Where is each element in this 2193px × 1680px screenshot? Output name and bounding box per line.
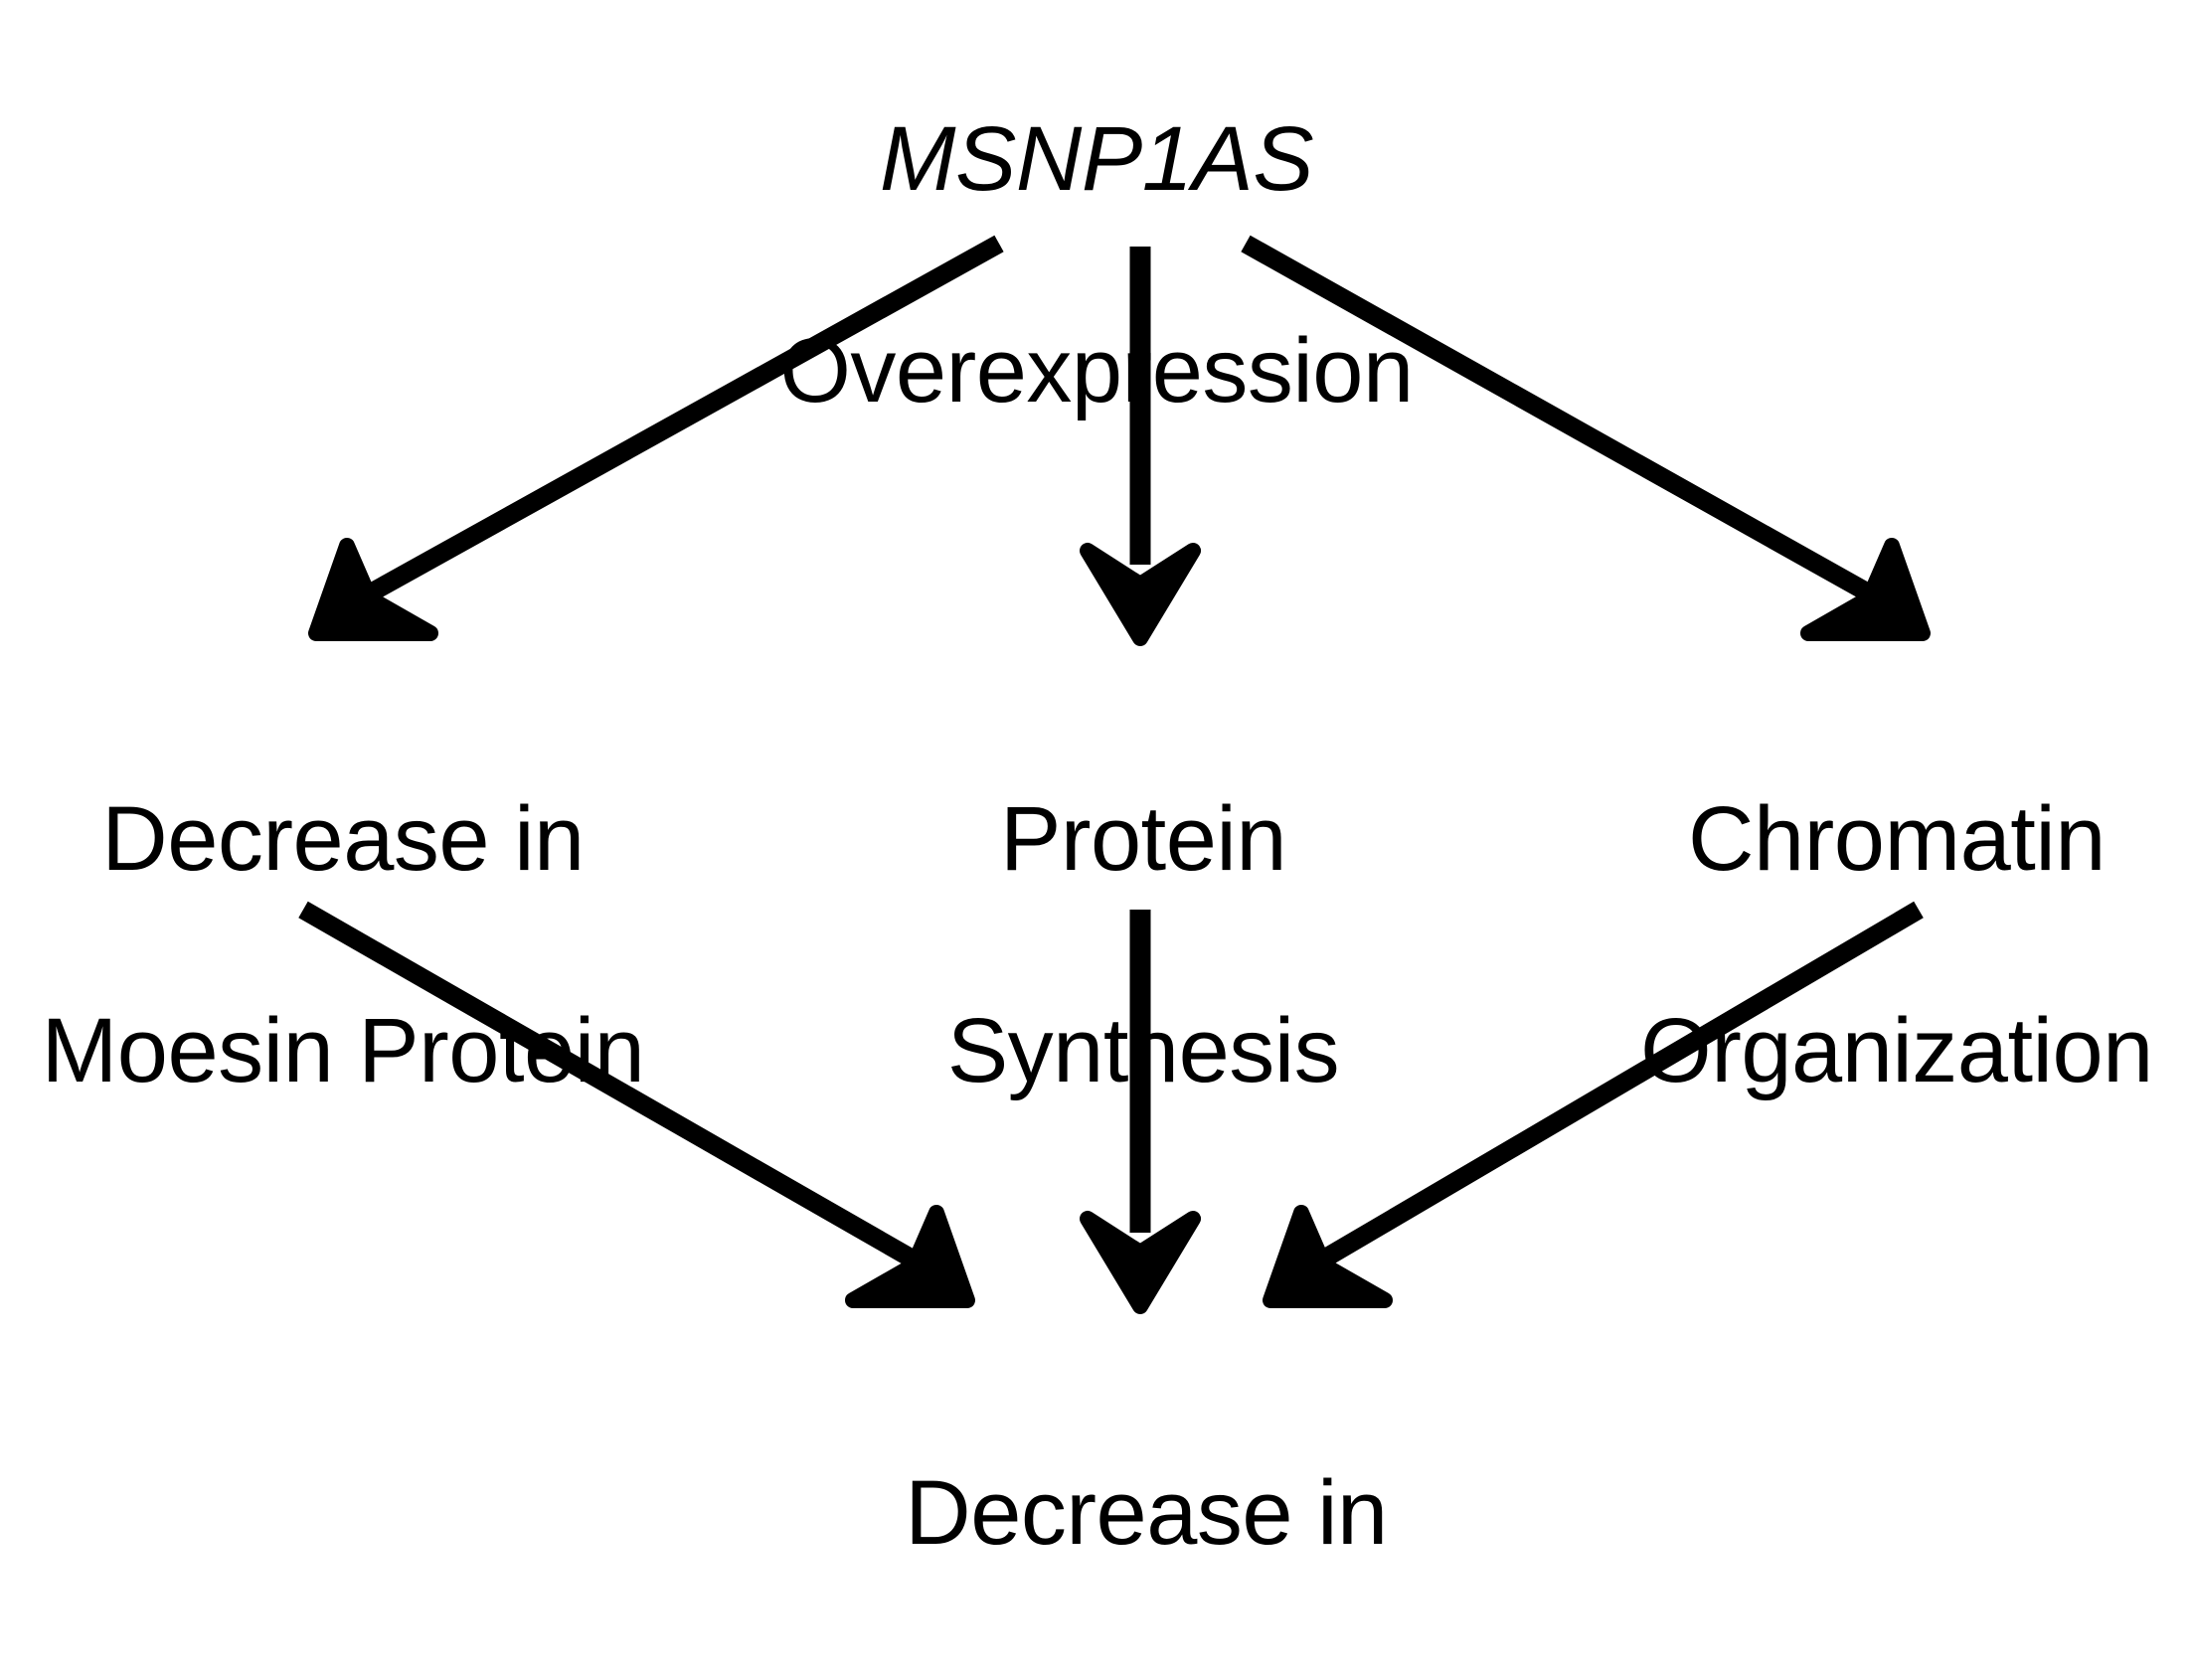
node-msnp1as-overexpression: MSNP1AS Overexpression bbox=[699, 0, 1494, 531]
node-decrease-in-moesin-protein-line2: Moesin Protein bbox=[41, 1000, 645, 1102]
node-protein-synthesis: Protein Synthesis bbox=[865, 680, 1422, 1211]
node-chromatin-organization-line1: Chromatin bbox=[1688, 787, 2106, 890]
node-msnp1as-overexpression-line1: MSNP1AS bbox=[879, 107, 1314, 210]
node-msnp1as-overexpression-line2: Overexpression bbox=[779, 320, 1414, 422]
node-decrease-in-moesin-protein: Decrease in Moesin Protein bbox=[0, 680, 686, 1211]
node-protein-synthesis-line2: Synthesis bbox=[946, 1000, 1340, 1102]
node-protein-synthesis-line1: Protein bbox=[1000, 787, 1287, 890]
node-decrease-in-moesin-protein-line1: Decrease in bbox=[101, 787, 585, 890]
node-decrease-in-neurite-complexity-line2: Neurite bbox=[798, 1672, 1494, 1680]
node-decrease-in-neurite-complexity: Decrease in Neurite Complexity bbox=[798, 1354, 1494, 1680]
node-decrease-in-neurite-complexity-line1: Decrease in bbox=[905, 1461, 1388, 1564]
node-chromatin-organization-line2: Organization bbox=[1640, 1000, 2153, 1102]
node-chromatin-organization: Chromatin Organization bbox=[1601, 680, 2193, 1211]
